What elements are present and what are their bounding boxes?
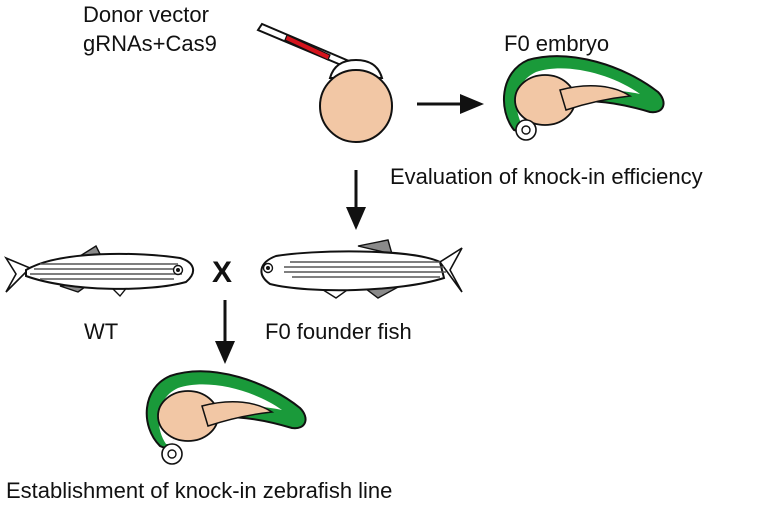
f0-embryo-label: F0 embryo [504,31,610,56]
arrow-to-founder [346,170,366,230]
arrow-to-line [215,300,235,364]
injection-needle [256,22,358,72]
arrow-to-embryo [417,94,484,114]
injection-label-donor: Donor vector [83,2,209,27]
founder-label: F0 founder fish [265,319,412,344]
wt-label: WT [84,319,119,344]
wt-fish-drawing [3,244,195,298]
evaluation-label: Evaluation of knock-in efficiency [390,164,703,189]
injection-label-grnas: gRNAs+Cas9 [83,31,217,56]
establishment-label: Establishment of knock-in zebrafish line [6,478,393,503]
f0-embryo-drawing [502,55,665,141]
fertilized-egg [319,58,393,143]
cross-symbol: X [212,256,233,289]
founder-fish-drawing [260,239,463,299]
knockin-embryo-drawing [145,370,307,465]
